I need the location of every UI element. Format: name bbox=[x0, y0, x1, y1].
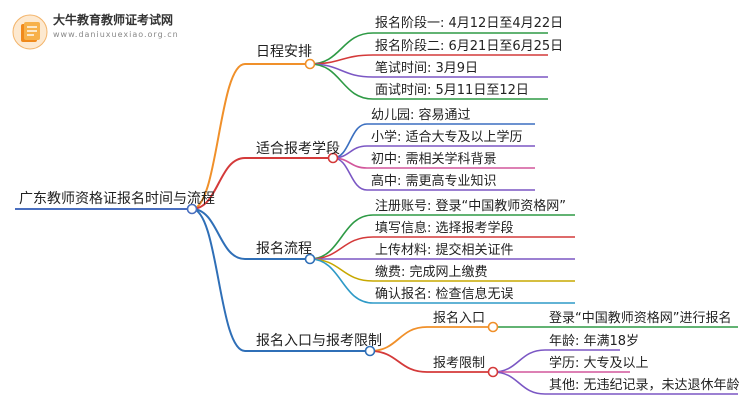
schedule-item: 报名阶段一: 4月12日至4月22日 bbox=[375, 16, 564, 31]
node-dot bbox=[327, 152, 339, 164]
site-name: 大牛教育教师证考试网 bbox=[53, 13, 174, 27]
site-url: www.daniuxuexiao.org.cn bbox=[53, 30, 179, 39]
branch-connector bbox=[191, 63, 246, 210]
entry-item: 登录“中国教师资格网”进行报名 bbox=[549, 311, 732, 326]
branch-connector bbox=[191, 208, 246, 352]
level-item: 初中: 需相关学科背景 bbox=[371, 152, 497, 167]
schedule-item: 笔试时间: 3月9日 bbox=[375, 61, 479, 76]
leaf-connector bbox=[492, 349, 546, 373]
node-dot bbox=[364, 345, 376, 357]
node-dot bbox=[487, 366, 499, 378]
entry-node: 报名入口 bbox=[433, 311, 486, 326]
limit-item: 学历: 大专及以上 bbox=[549, 356, 649, 371]
level-item: 高中: 需更高专业知识 bbox=[371, 174, 497, 189]
process-item: 缴费: 完成网上缴费 bbox=[375, 265, 488, 280]
sub-connector bbox=[369, 326, 428, 352]
branch-entry-limits: 报名入口与报考限制 bbox=[256, 333, 382, 349]
process-item: 上传材料: 提交相关证件 bbox=[375, 243, 514, 258]
root-node: 广东教师资格证报名时间与流程 bbox=[19, 191, 215, 207]
node-dot bbox=[304, 58, 316, 70]
branch-levels: 适合报考学段 bbox=[256, 141, 340, 157]
node-dot bbox=[487, 321, 499, 333]
branch-connector bbox=[191, 208, 246, 260]
process-item: 填写信息: 选择报考学段 bbox=[375, 221, 514, 236]
node-dot bbox=[304, 253, 316, 265]
level-item: 小学: 适合大专及以上学历 bbox=[371, 130, 523, 145]
node-dot bbox=[186, 203, 198, 215]
schedule-item: 面试时间: 5月11日至12日 bbox=[375, 83, 529, 98]
limit-item: 年龄: 年满18岁 bbox=[549, 334, 640, 349]
leaf-connector bbox=[309, 63, 374, 100]
logo-icon bbox=[12, 14, 48, 50]
branch-schedule: 日程安排 bbox=[256, 44, 312, 60]
schedule-item: 报名阶段二: 6月21日至6月25日 bbox=[375, 39, 564, 54]
branch-connector bbox=[191, 157, 246, 210]
sub-connector bbox=[369, 350, 428, 373]
branch-process: 报名流程 bbox=[256, 241, 312, 257]
leaf-connector bbox=[492, 371, 546, 395]
process-item: 注册账号: 登录“中国教师资格网” bbox=[375, 199, 566, 214]
leaf-connector bbox=[309, 258, 374, 304]
level-item: 幼儿园: 容易通过 bbox=[371, 108, 471, 123]
leaf-connector bbox=[309, 236, 374, 260]
limits-node: 报考限制 bbox=[433, 356, 486, 371]
leaf-connector bbox=[309, 258, 374, 282]
process-item: 确认报名: 检查信息无误 bbox=[375, 287, 514, 302]
limit-item: 其他: 无违纪记录，未达退休年龄 bbox=[549, 378, 740, 393]
